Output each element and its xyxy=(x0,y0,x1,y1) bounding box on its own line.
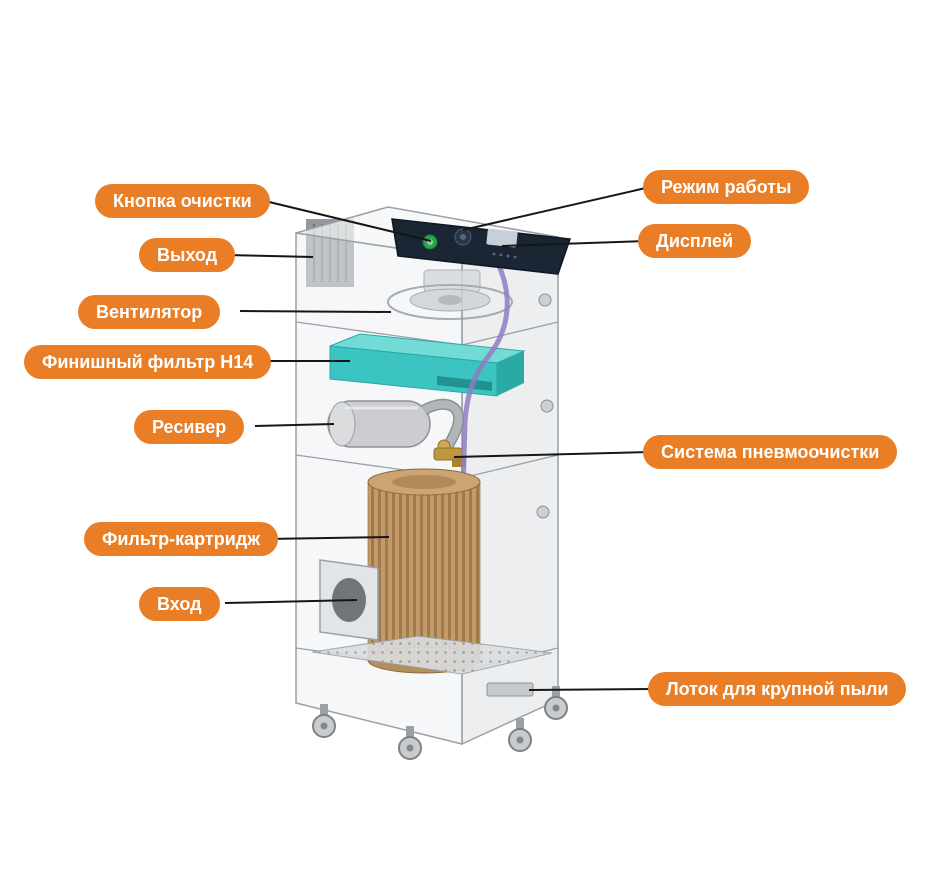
leader-pneumatic xyxy=(453,451,651,458)
leader-outlet xyxy=(224,254,314,258)
leader-receiver xyxy=(254,423,335,427)
dust-tray xyxy=(311,635,553,697)
label-pneumatic-cleaning: Система пневмоочистки xyxy=(643,435,898,469)
receiver-tank xyxy=(327,400,431,448)
leader-fan xyxy=(239,310,392,313)
control-panel xyxy=(391,218,572,275)
label-final-filter-h14: Финишный фильтр H14 xyxy=(24,345,272,379)
final-filter-block xyxy=(329,333,526,397)
caster-wheel xyxy=(398,726,422,760)
caster-wheel xyxy=(508,718,532,752)
leader-dust-tray xyxy=(528,688,656,691)
leader-operation-mode xyxy=(462,186,651,231)
leader-cleaning-button xyxy=(264,200,432,242)
leader-inlet xyxy=(224,599,358,604)
display-screen-icon xyxy=(486,228,518,248)
leader-display xyxy=(501,240,646,247)
label-operation-mode: Режим работы xyxy=(643,170,810,204)
label-outlet: Выход xyxy=(139,238,236,272)
label-filter-cartridge: Фильтр-картридж xyxy=(84,522,278,556)
label-display: Дисплей xyxy=(638,224,752,258)
label-coarse-dust-tray: Лоток для крупной пыли xyxy=(648,672,907,706)
fan-assembly xyxy=(387,269,513,320)
door-latches xyxy=(536,293,554,519)
leader-filter-cartridge xyxy=(264,536,390,540)
leader-lines xyxy=(224,186,656,691)
caster-wheel xyxy=(544,686,568,720)
label-inlet: Вход xyxy=(139,587,220,621)
label-fan: Вентилятор xyxy=(78,295,221,329)
label-cleaning-button: Кнопка очистки xyxy=(95,184,270,218)
caster-wheels xyxy=(312,686,568,760)
label-receiver: Ресивер xyxy=(134,410,245,444)
caster-wheel xyxy=(312,704,336,738)
